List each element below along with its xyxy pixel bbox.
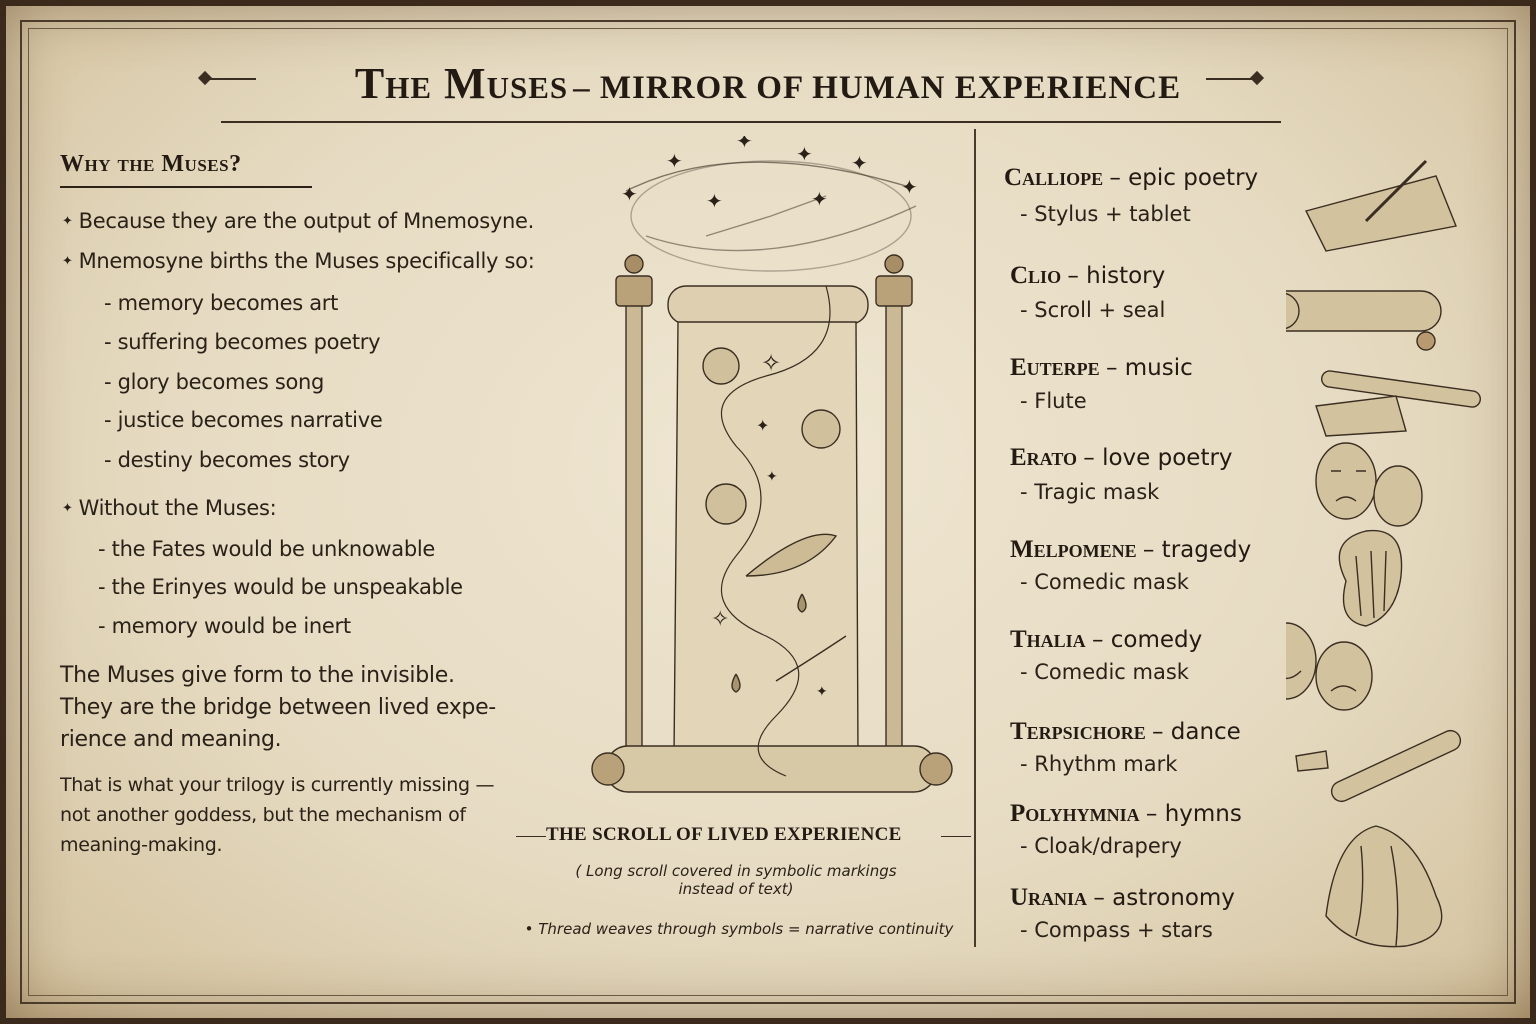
title-main: The Muses (354, 59, 569, 108)
drapery-icon (1325, 825, 1443, 948)
parchment-page: The Muses – mirror of human experience W… (6, 6, 1530, 1018)
svg-text:✦: ✦ (816, 684, 828, 700)
scroll-caption-title: The Scroll of Lived Experience (546, 824, 902, 845)
muse-calliope: Calliope – epic poetry (1004, 164, 1259, 191)
svg-text:✦: ✦ (796, 142, 813, 166)
why-heading: Why the Muses? (60, 151, 242, 177)
svg-text:✦: ✦ (756, 416, 769, 435)
title-ornament-right (1206, 78, 1256, 80)
scroll-note: • Thread weaves through symbols = narrat… (524, 920, 954, 938)
without-item: - the Fates would be unknowable (98, 537, 436, 561)
trilogy-paragraph: That is what your trilogy is currently m… (60, 774, 495, 856)
muse-icons (1286, 159, 1481, 948)
svg-text:✦: ✦ (736, 136, 753, 153)
sub-item: - suffering becomes poetry (104, 330, 381, 354)
muse-euterpe: Euterpe – music (1010, 354, 1193, 381)
masks-icon (1286, 622, 1373, 711)
svg-text:✦: ✦ (811, 187, 828, 211)
muse-attribute: - Comedic mask (1020, 660, 1189, 684)
flute-icon (1315, 370, 1481, 437)
muse-terpsichore: Terpsichore – dance (1010, 718, 1241, 745)
svg-text:✦: ✦ (851, 151, 868, 175)
muse-attribute: - Comedic mask (1020, 570, 1189, 594)
svg-text:✧: ✧ (711, 607, 729, 632)
title-underline (221, 121, 1281, 123)
muse-clio: Clio – history (1010, 262, 1166, 289)
outer-frame (20, 20, 1516, 1004)
why-bullet-2: Mnemosyne births the Muses specifically … (62, 249, 535, 273)
scroll-caption-sub: ( Long scroll covered in symbolic markin… (575, 862, 897, 898)
column-divider (974, 129, 976, 947)
muse-attribute: - Scroll + seal (1020, 298, 1166, 322)
without-item: - the Erinyes would be unspeakable (98, 575, 463, 599)
svg-text:✧: ✧ (761, 349, 781, 377)
scroll-seal-icon (1286, 290, 1442, 351)
why-underline (60, 186, 312, 188)
scroll-illustration: ✦ ✦ ✦ ✦ ✦ ✦ ✦ ✦ ✧ ✦ ✦ ✧ ✦ (591, 136, 953, 793)
title-sub: mirror of human experience (599, 70, 1182, 106)
muse-attribute: - Compass + stars (1020, 918, 1213, 942)
svg-text:✦: ✦ (666, 149, 683, 173)
muse-attribute: - Cloak/drapery (1020, 834, 1182, 858)
svg-text:✦: ✦ (706, 189, 723, 213)
sub-item: - justice becomes narrative (104, 408, 383, 432)
form-paragraph: The Muses give form to the invisible. Th… (60, 663, 496, 752)
title-ornament-left (206, 78, 256, 80)
svg-text:✦: ✦ (901, 175, 918, 199)
svg-text:✦: ✦ (766, 469, 778, 485)
muse-melpomene: Melpomene – tragedy (1010, 536, 1252, 563)
caption-line-left (516, 836, 546, 837)
muse-attribute: - Rhythm mark (1020, 752, 1178, 776)
sub-item: - memory becomes art (104, 291, 339, 315)
lyre-icon (1338, 529, 1403, 627)
stylus-tablet-icon (1304, 159, 1457, 252)
svg-text:✦: ✦ (621, 182, 638, 206)
without-item: - memory would be inert (98, 614, 351, 638)
sub-item: - glory becomes song (104, 370, 325, 394)
without-heading: Without the Muses: (62, 496, 277, 520)
tragic-mask-icon (1315, 442, 1423, 527)
muse-attribute: - Tragic mask (1020, 480, 1160, 504)
why-bullet-1: Because they are the output of Mnemosyne… (62, 209, 535, 233)
sub-item: - destiny becomes story (104, 448, 350, 472)
rhythm-icon (1295, 729, 1462, 803)
muse-urania: Urania – astronomy (1010, 884, 1235, 911)
inner-frame (28, 28, 1508, 996)
muse-polyhymnia: Polyhymnia – hymns (1010, 800, 1242, 827)
page-title: The Muses – mirror of human experience (354, 59, 1182, 108)
muse-erato: Erato – love poetry (1010, 444, 1233, 471)
caption-line-right (941, 836, 971, 837)
title-bar: The Muses – mirror of human experience (6, 58, 1530, 118)
muse-attribute: - Stylus + tablet (1020, 202, 1191, 226)
muse-attribute: - Flute (1020, 389, 1087, 413)
muse-thalia: Thalia – comedy (1010, 626, 1203, 653)
